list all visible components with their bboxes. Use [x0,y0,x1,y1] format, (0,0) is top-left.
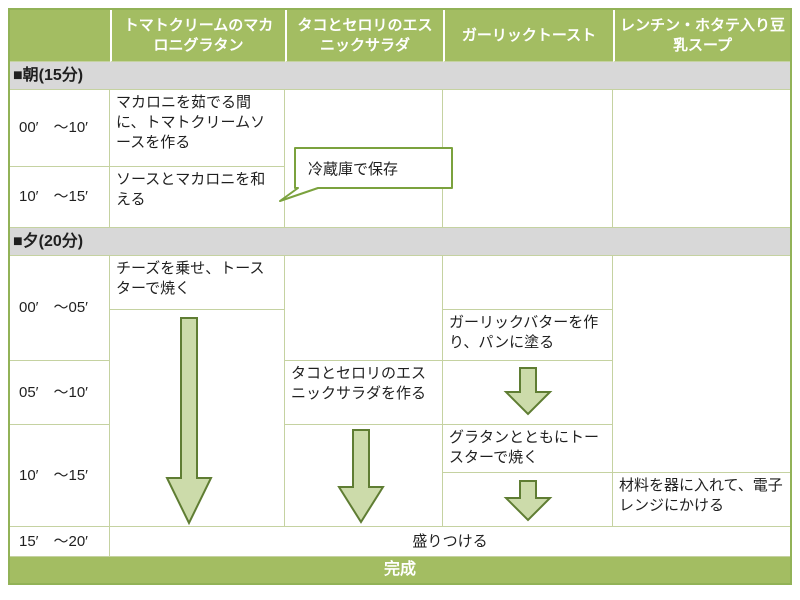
empty-cell-morning-soup [613,90,790,228]
section-bar-evening: ■夕(20分) [10,228,790,256]
task-boil-macaroni: マカロニを茹でる間に、トマトクリームソースを作る [110,90,285,167]
empty-cell-evening-salad [285,256,443,361]
arrow-cell-toast-1 [443,361,613,425]
time-cell-evening-00-05: 00′ ～05′ [10,256,110,361]
section-bar-morning: ■朝(15分) [10,62,790,90]
arrow-cell-salad [285,425,443,527]
task-garlic-butter: ガーリックバターを作り、パンに塗る [443,310,613,361]
task-cheese-toast: チーズを乗せ、トースターで焼く [110,256,285,310]
schedule-table: トマトクリームのマカロニグラタン タコとセロリのエスニックサラダ ガーリックトー… [8,8,792,585]
empty-cell-evening-toast [443,256,613,310]
task-make-salad: タコとセロリのエスニックサラダを作る [285,361,443,425]
task-bake-with-gratin: グラタンとともにトースターで焼く [443,425,613,473]
header-dish-salad: タコとセロリのエスニックサラダ [285,10,443,62]
arrow-cell-toast-2 [443,473,613,527]
time-cell-evening-15-20: 15′ ～20′ [10,527,110,557]
empty-cell-morning-toast [443,90,613,228]
time-cell-evening-10-15: 10′ ～15′ [10,425,110,527]
empty-cell-evening-soup [613,256,790,473]
task-mix-sauce: ソースとマカロニを和える [110,167,285,228]
header-dish-toast: ガーリックトースト [443,10,613,62]
refrigerate-callout: 冷蔵庫で保存 [308,160,399,178]
time-cell-evening-05-10: 05′ ～10′ [10,361,110,425]
header-dish-gratin: トマトクリームのマカロニグラタン [110,10,285,62]
header-corner-cell [10,10,110,62]
task-microwave-soup: 材料を器に入れて、電子レンジにかける [613,473,790,527]
time-cell-morning-10-15: 10′ ～15′ [10,167,110,228]
arrow-cell-gratin [110,310,285,527]
header-dish-soup: レンチン・ホタテ入り豆乳スープ [613,10,790,62]
footer-done-bar: 完成 [10,557,790,583]
task-plating: 盛りつける [110,527,790,557]
time-cell-morning-00-10: 00′ ～10′ [10,90,110,167]
